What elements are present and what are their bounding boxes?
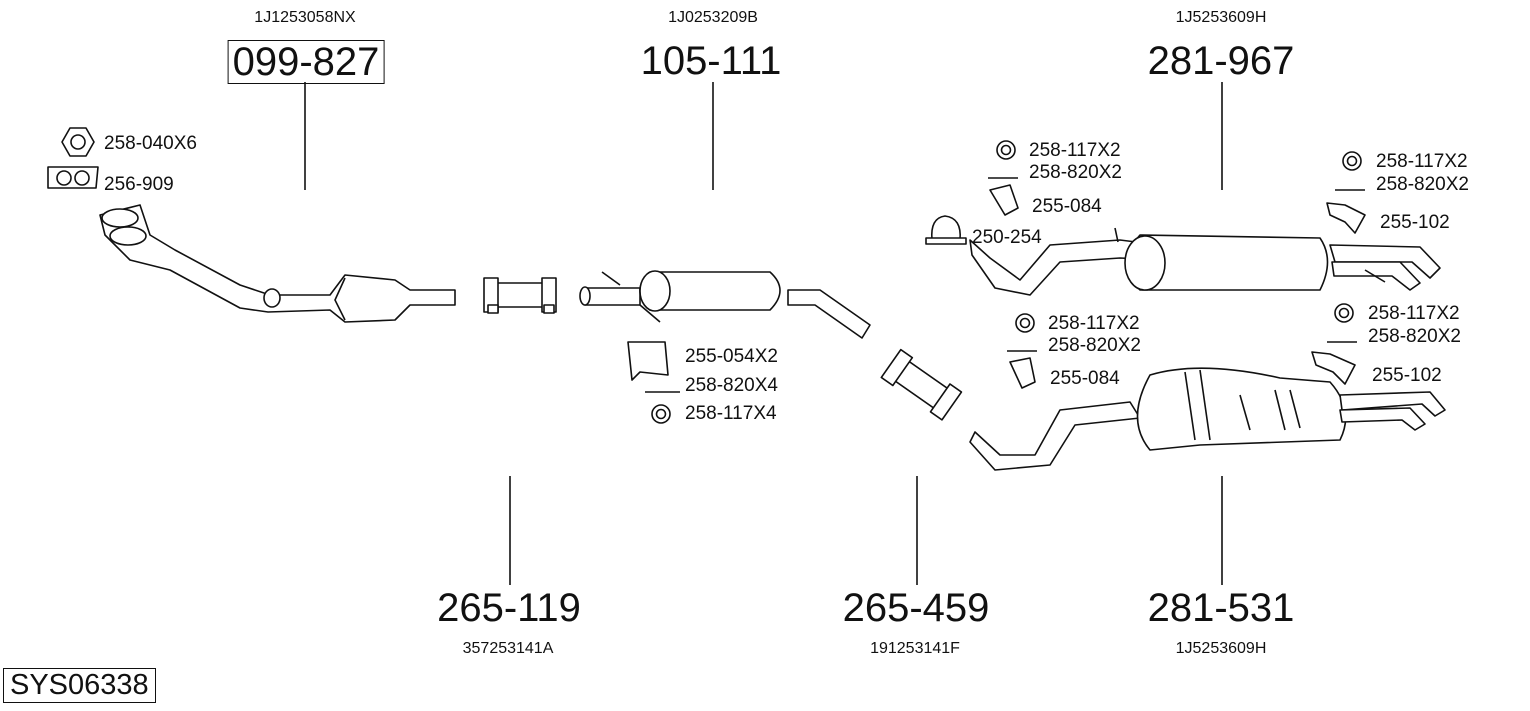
hanger-icon [1326,202,1366,234]
accessory-label[interactable]: 255-102 [1372,365,1442,386]
system-code: SYS06338 [3,668,156,703]
accessory-label[interactable]: 255-102 [1380,212,1450,233]
oe-number: 191253141F [870,640,960,657]
accessory-label[interactable]: 255-084 [1032,196,1102,217]
middle-silencer[interactable] [579,270,871,339]
oe-number: 1J1253058NX [254,9,356,26]
rear-silencer-281-531[interactable] [969,367,1446,471]
accessory-label[interactable]: 258-820X2 [1368,326,1461,347]
part-number-105-111[interactable]: 105-111 [640,39,782,83]
accessory-label[interactable]: 258-820X2 [1029,162,1122,183]
accessory-label[interactable]: 258-040X6 [104,133,197,154]
accessory-label[interactable]: 256-909 [104,174,174,195]
oe-number: 1J0253209B [668,9,758,26]
ring-icon [1015,313,1035,333]
ring-icon [1342,151,1362,171]
hanger-icon [627,341,669,381]
oe-number: 1J5253609H [1175,9,1267,26]
accessory-label[interactable]: 255-054X2 [685,346,778,367]
clamp-icon [925,215,967,245]
clamp-265-119[interactable] [483,277,557,314]
accessory-label[interactable]: 258-117X2 [1368,303,1460,324]
oe-number: 357253141A [462,640,554,657]
oe-number: 1J5253609H [1175,640,1267,657]
accessory-label[interactable]: 258-820X2 [1376,174,1469,195]
hanger-icon [1311,351,1356,385]
accessory-label[interactable]: 258-117X4 [685,403,777,424]
gasket-icon [47,166,99,189]
accessory-label[interactable]: 258-820X4 [685,375,778,396]
accessory-label[interactable]: 258-117X2 [1376,151,1468,172]
ring-icon [996,140,1016,160]
clamp-265-459[interactable] [880,348,963,421]
front-pipe-catalyst[interactable] [99,204,456,323]
rear-silencer-281-967[interactable] [969,227,1441,296]
hanger-icon [989,184,1019,216]
part-number-281-967[interactable]: 281-967 [1147,39,1295,83]
accessory-label[interactable]: 258-820X2 [1048,335,1141,356]
ring-icon [1334,303,1354,323]
hanger-icon [1009,357,1036,389]
accessory-label[interactable]: 258-117X2 [1029,140,1121,161]
accessory-label[interactable]: 255-084 [1050,368,1120,389]
accessory-label[interactable]: 258-117X2 [1048,313,1140,334]
accessory-label[interactable]: 250-254 [972,227,1042,248]
part-number-281-531[interactable]: 281-531 [1147,586,1295,630]
part-number-265-119[interactable]: 265-119 [437,586,581,630]
part-number-099-827[interactable]: 099-827 [227,40,385,84]
part-number-265-459[interactable]: 265-459 [842,586,990,630]
